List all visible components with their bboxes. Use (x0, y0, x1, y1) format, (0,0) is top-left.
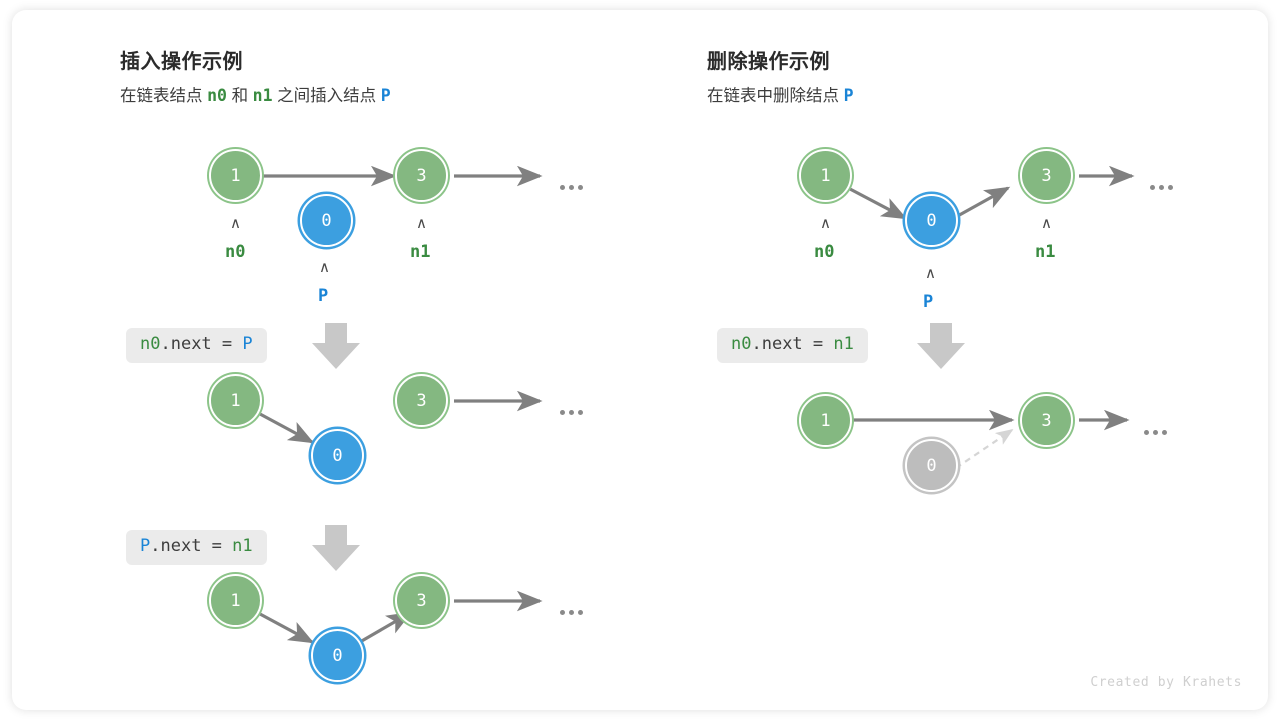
subtitle-token-p: P (380, 86, 391, 105)
code-token: n1 (833, 334, 854, 354)
list-node: 3 (395, 149, 448, 202)
pointer-label-n0: n0 (814, 242, 835, 262)
code-token: n0 (731, 334, 752, 354)
list-node: 1 (209, 374, 262, 427)
list-node: 3 (1020, 394, 1073, 447)
subtitle-text: 在链表中删除结点 (707, 87, 839, 105)
pointer-caret-icon: ∧ (925, 264, 936, 282)
pointer-label-n0: n0 (225, 242, 246, 262)
subtitle-text: 在链表结点 (120, 87, 203, 105)
ellipsis-dots (560, 610, 583, 615)
pointer-label-n1: n1 (1035, 242, 1056, 262)
code-chip-insert-step2: P.next = n1 (126, 530, 267, 565)
pointer-caret-icon: ∧ (1041, 214, 1052, 232)
list-node: 1 (209, 574, 262, 627)
insert-panel-title: 插入操作示例 (120, 51, 243, 73)
remove-row1-links (849, 165, 1135, 220)
list-node: 0 (300, 194, 353, 247)
list-node: 0 (311, 629, 364, 682)
list-node-deleted: 0 (905, 439, 958, 492)
code-token: P (242, 334, 253, 354)
pointer-label-p: P (318, 286, 329, 306)
remove-row2-links (848, 409, 1130, 469)
ellipsis-dots (560, 185, 583, 190)
list-node: 0 (905, 194, 958, 247)
list-node: 0 (311, 429, 364, 482)
subtitle-text: 之间插入结点 (277, 87, 377, 105)
ellipsis-dots (1150, 185, 1173, 190)
pointer-caret-icon: ∧ (820, 214, 831, 232)
ellipsis-dots (1144, 430, 1167, 435)
subtitle-token-n0: n0 (207, 86, 227, 105)
list-node: 1 (209, 149, 262, 202)
diagram-stage: 插入操作示例 在链表结点 n0 和 n1 之间插入结点 P 1 0 3 ∧ n0… (12, 10, 1268, 710)
code-token: n0 (140, 334, 161, 354)
code-token: .next = (150, 536, 233, 556)
subtitle-token-n1: n1 (252, 86, 273, 105)
subtitle-text: 和 (231, 87, 249, 105)
list-node: 3 (1020, 149, 1073, 202)
subtitle-token-p: P (843, 86, 854, 105)
list-node: 1 (799, 149, 852, 202)
code-token: .next = (751, 334, 834, 354)
diagram-card: 插入操作示例 在链表结点 n0 和 n1 之间插入结点 P 1 0 3 ∧ n0… (12, 10, 1268, 710)
list-node: 3 (395, 374, 448, 427)
pointer-caret-icon: ∧ (230, 214, 241, 232)
pointer-caret-icon: ∧ (319, 258, 330, 276)
insert-panel-subtitle: 在链表结点 n0 和 n1 之间插入结点 P (120, 82, 391, 106)
list-node: 1 (799, 394, 852, 447)
code-token: .next = (160, 334, 243, 354)
remove-panel-title: 删除操作示例 (707, 51, 830, 73)
remove-panel-subtitle: 在链表中删除结点 P (707, 82, 854, 106)
pointer-label-n1: n1 (410, 242, 431, 262)
ellipsis-dots (560, 410, 583, 415)
list-node: 3 (395, 574, 448, 627)
code-chip-insert-step1: n0.next = P (126, 328, 267, 363)
credit-text: Created by Krahets (1090, 675, 1242, 690)
code-token: n1 (232, 536, 253, 556)
pointer-caret-icon: ∧ (416, 214, 427, 232)
code-token: P (140, 536, 151, 556)
code-chip-remove-step1: n0.next = n1 (717, 328, 868, 363)
pointer-label-p: P (923, 292, 934, 312)
